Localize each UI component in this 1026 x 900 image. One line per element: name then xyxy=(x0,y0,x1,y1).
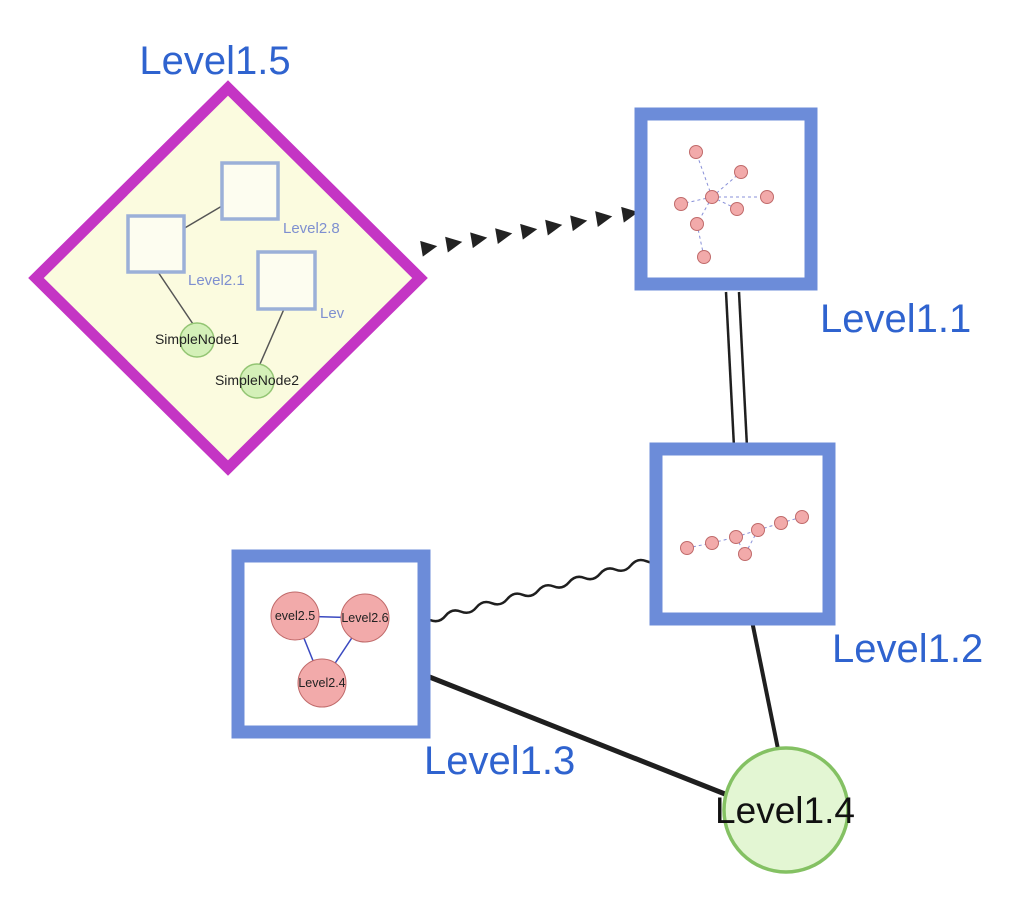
node-simplenode2[interactable] xyxy=(239,363,275,399)
node-level2-8[interactable] xyxy=(220,161,280,221)
edge-level1-2-to-level1-4[interactable] xyxy=(750,620,780,750)
edge-level1-3-to-level1-2[interactable] xyxy=(429,557,660,623)
node-simplenode2-label: SimpleNode2 xyxy=(215,372,299,388)
node-level1-3-label: Level1.3 xyxy=(424,739,575,783)
node-level1-2-label: Level1.2 xyxy=(832,627,983,671)
node-level1-1-inner-graph[interactable] xyxy=(674,145,774,264)
node-level1-1[interactable]: Level1.1 xyxy=(634,107,971,341)
node-level1-2-inner-graph[interactable] xyxy=(680,510,809,561)
node-level1-4[interactable]: Level1.4 xyxy=(715,746,855,874)
diamond-shape[interactable] xyxy=(28,80,428,476)
edge-level1-5-to-level1-1[interactable] xyxy=(420,206,639,257)
node-level1-4-label: Level1.4 xyxy=(715,790,855,831)
node-level2-x[interactable] xyxy=(256,250,317,311)
edge-level2-8-to-level2-1[interactable] xyxy=(182,205,223,230)
node-level2-x-label: Lev xyxy=(320,305,345,322)
edge-level2-x-to-simplenode2[interactable] xyxy=(259,308,285,365)
node-level2-5-label: evel2.5 xyxy=(275,609,315,623)
node-simplenode1-label: SimpleNode1 xyxy=(155,331,239,347)
edge-level1-1-to-level1-2[interactable] xyxy=(724,291,749,448)
node-level2-4[interactable] xyxy=(297,658,347,708)
node-level1-1-frame[interactable] xyxy=(634,107,818,291)
node-level1-2-frame[interactable] xyxy=(649,442,836,626)
node-level2-5[interactable] xyxy=(270,591,320,641)
node-level1-4-shape[interactable] xyxy=(722,746,850,874)
node-level1-3-inner-graph[interactable]: evel2.5 Level2.6 Level2.4 xyxy=(270,591,390,708)
node-level2-6-label: Level2.6 xyxy=(341,611,388,625)
node-level1-5-label: Level1.5 xyxy=(139,39,290,83)
node-level1-2[interactable]: Level1.2 xyxy=(649,442,983,671)
node-level1-3[interactable]: evel2.5 Level2.6 Level2.4 Level1.3 xyxy=(231,549,575,783)
node-level2-6[interactable] xyxy=(340,593,390,643)
node-level1-1-label: Level1.1 xyxy=(820,297,971,341)
node-level2-1[interactable] xyxy=(126,214,186,274)
node-level2-1-label: Level2.1 xyxy=(188,272,245,289)
edge-level2-1-to-simplenode1[interactable] xyxy=(157,271,194,325)
node-level2-4-label: Level2.4 xyxy=(298,676,345,690)
node-simplenode1[interactable] xyxy=(179,322,215,358)
edge-level1-3-to-level1-4[interactable] xyxy=(426,673,726,797)
node-level2-8-label: Level2.8 xyxy=(283,220,340,237)
node-level1-5[interactable]: Level1.5 Level2.8 Level2.1 Lev SimpleNod… xyxy=(28,39,428,476)
